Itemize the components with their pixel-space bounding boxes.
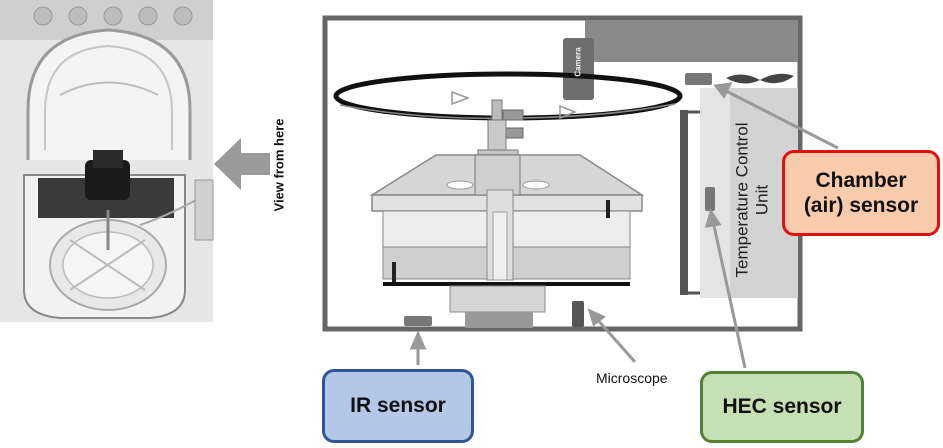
temperature-control-line1: Temperature Control xyxy=(732,122,752,278)
hec-sensor-label: HEC sensor xyxy=(722,395,842,419)
camera-label: Camera xyxy=(573,47,583,77)
chamber-sensor-line1: Chamber xyxy=(815,168,907,192)
fan-icon xyxy=(726,73,794,84)
view-from-here-label: View from here xyxy=(271,118,287,212)
view-arrow xyxy=(214,138,270,190)
port-numbers xyxy=(33,6,193,26)
instrument-photo xyxy=(0,0,214,322)
microscope-label: Microscope xyxy=(596,370,668,386)
pointer-lines xyxy=(409,82,839,369)
temperature-control-unit-label: Temperature Control Unit xyxy=(732,123,771,278)
ir-sensor-callout: IR sensor xyxy=(322,369,474,443)
temperature-control-line2: Unit xyxy=(752,184,771,216)
hec-sensor-callout: HEC sensor xyxy=(700,371,864,443)
camera xyxy=(563,38,594,100)
microscope-block xyxy=(572,301,584,327)
hec-sensor-block xyxy=(705,187,715,211)
chamber-schematic xyxy=(322,15,803,332)
ir-sensor-label: IR sensor xyxy=(350,394,446,418)
chamber-sensor-callout: Chamber (air) sensor xyxy=(782,150,940,236)
ir-sensor-block xyxy=(404,316,432,326)
chamber-sensor-line2: (air) sensor xyxy=(803,194,919,217)
chamber-air-sensor xyxy=(685,73,712,85)
